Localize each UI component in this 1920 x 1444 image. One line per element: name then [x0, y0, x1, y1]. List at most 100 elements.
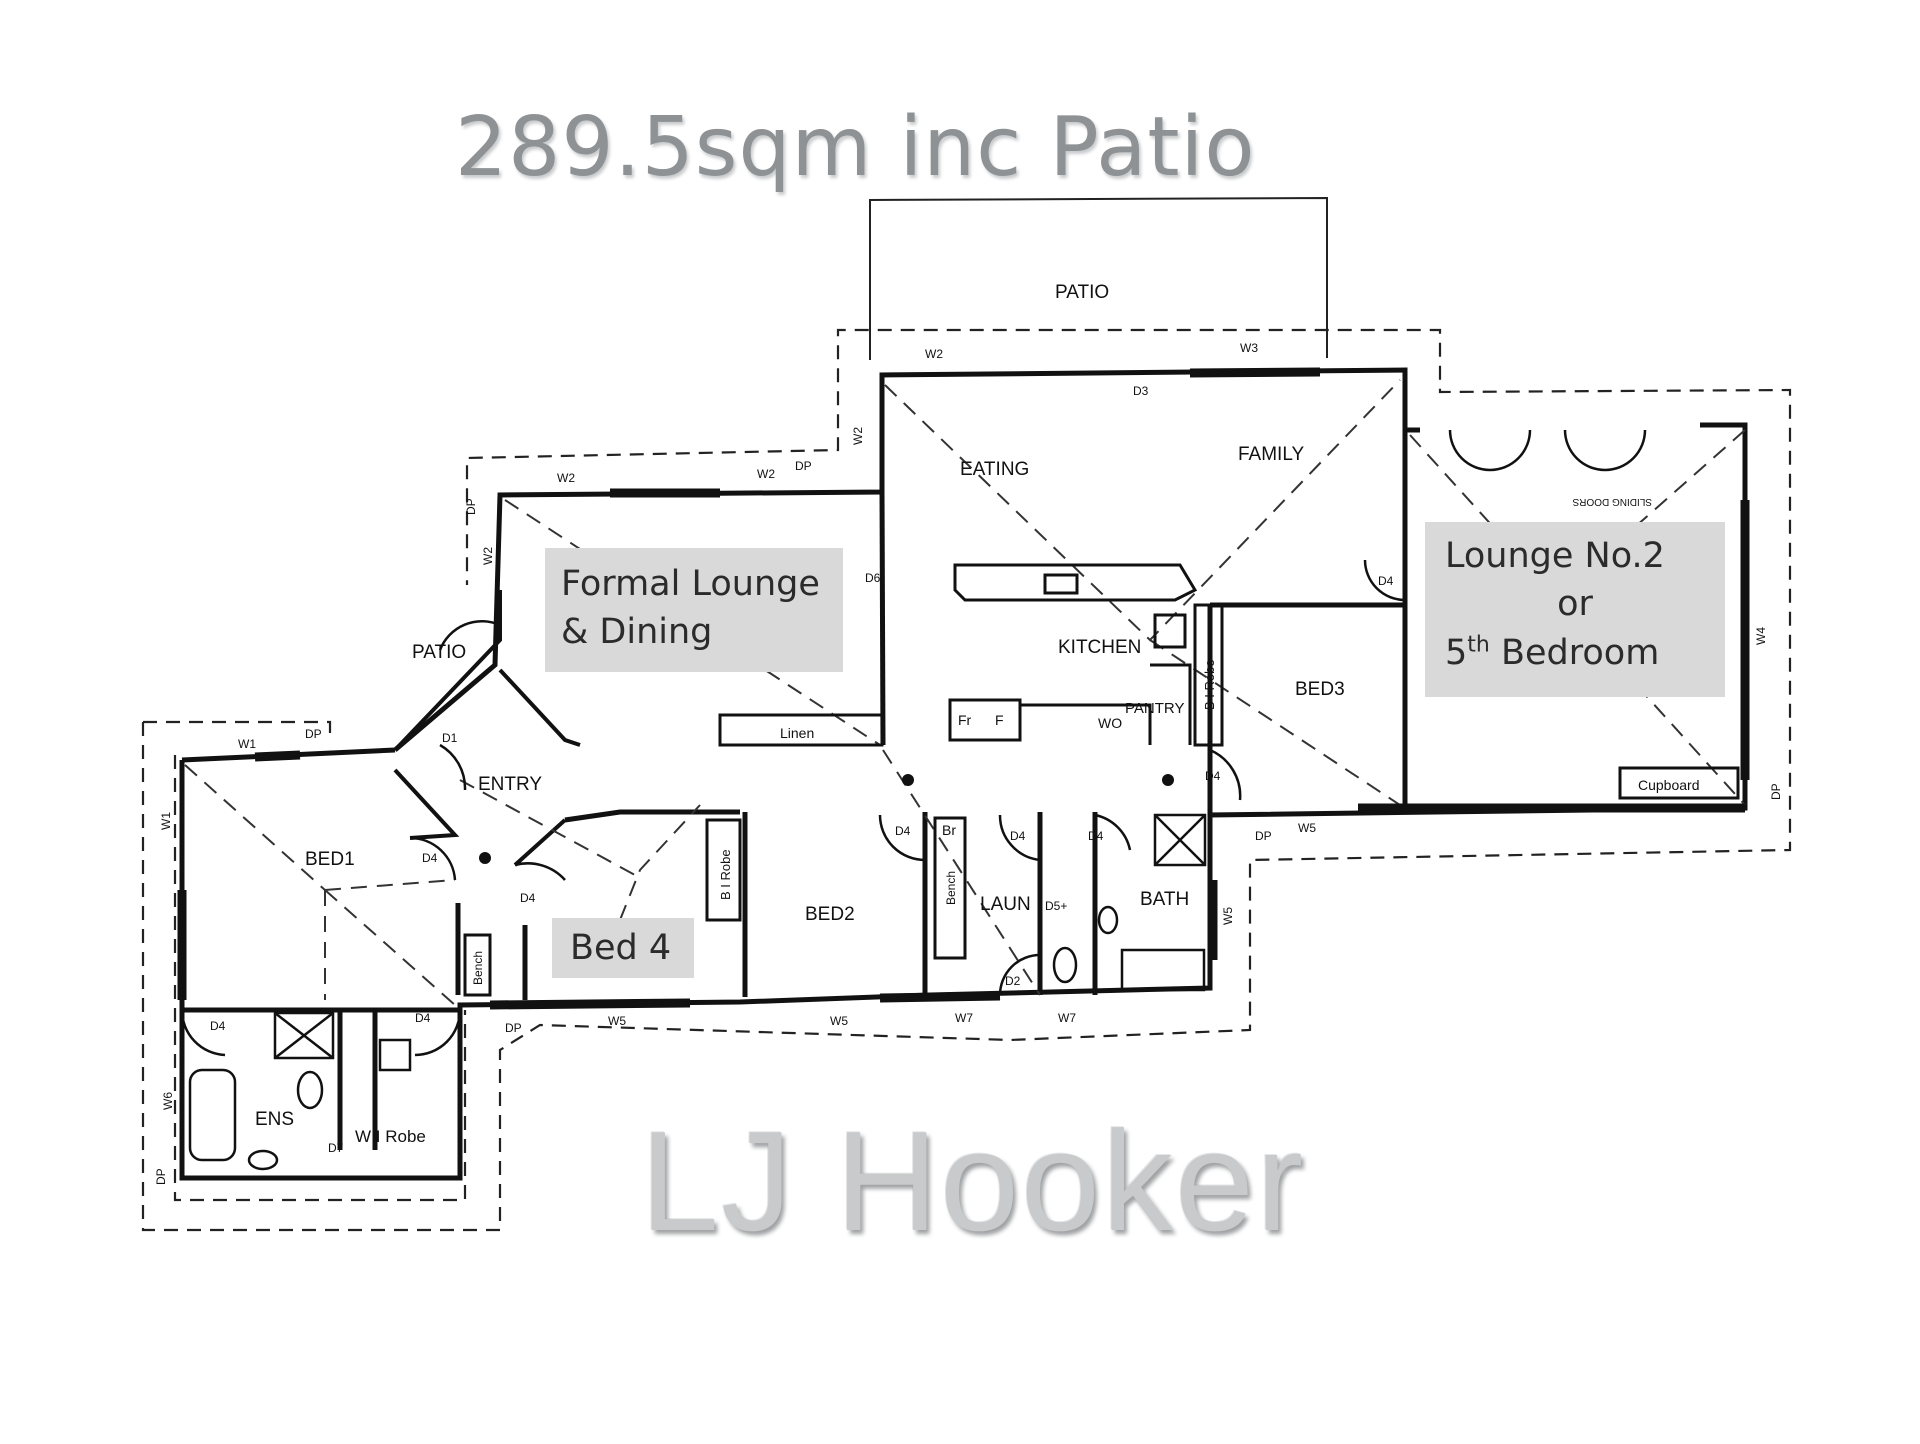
- mark-dp1: DP: [305, 727, 322, 741]
- mark-d4e: D4: [1088, 829, 1104, 843]
- joinery: [463, 603, 1740, 997]
- mark-w6: W6: [161, 1092, 175, 1110]
- mark-dp7: DP: [154, 1168, 168, 1185]
- mark-d4b: D4: [520, 891, 536, 905]
- mark-d4c: D4: [895, 824, 911, 838]
- wall-entry-sw: [393, 768, 460, 840]
- room-entry: ENTRY: [478, 774, 542, 795]
- mark-d4f: D4: [1205, 769, 1221, 783]
- mark-d3: D3: [1133, 384, 1149, 398]
- mark-dp3: DP: [464, 498, 478, 515]
- mark-w7a: W7: [955, 1011, 973, 1025]
- room-fr: Fr: [958, 712, 972, 728]
- room-ens: ENS: [255, 1109, 294, 1130]
- room-bath: BATH: [1140, 889, 1189, 910]
- callout-bed4: Bed 4: [552, 918, 694, 978]
- kitchen-bench: [948, 563, 1198, 745]
- callout-lounge2-line1: Lounge No.2: [1445, 536, 1665, 576]
- room-bi-robe-2: B I Robe: [1202, 659, 1217, 710]
- mark-w2a: W2: [557, 471, 575, 485]
- room-family: FAMILY: [1238, 444, 1304, 465]
- room-bi-robe-1: B I Robe: [718, 849, 733, 900]
- wall-entry-se: [513, 818, 567, 867]
- mark-w5d: W5: [830, 1014, 848, 1028]
- room-f: F: [995, 712, 1004, 728]
- mark-w5c: W5: [608, 1014, 626, 1028]
- eaves-inner-left: [173, 755, 467, 1202]
- mark-d5: D5+: [1045, 899, 1067, 913]
- room-wo: WO: [1098, 715, 1122, 731]
- opening-marks: W1 W1 W2 W2 W2 W2 W2 W3 W4 W5 W5 W5 W5 W…: [154, 341, 1783, 1185]
- room-patio-top: PATIO: [1055, 282, 1109, 303]
- wall-patio-entry: [393, 590, 502, 752]
- entry-walls: [393, 590, 581, 867]
- mark-d2: D2: [1005, 974, 1021, 988]
- callout-lounge2-line3: 5th Bedroom: [1445, 629, 1705, 677]
- mark-d7: D7: [328, 1141, 344, 1155]
- mark-d4g: D4: [1378, 574, 1394, 588]
- room-laun: LAUN: [980, 894, 1031, 915]
- room-br: Br: [942, 822, 956, 838]
- mark-dp6: DP: [505, 1021, 522, 1035]
- mark-dp4: DP: [1255, 829, 1272, 843]
- room-labels: PATIO PATIO EATING FAMILY KITCHEN PANTRY…: [255, 282, 1700, 1146]
- callout-bed4-label: Bed 4: [570, 928, 672, 968]
- mark-w2b: W2: [757, 467, 775, 481]
- room-kitchen: KITCHEN: [1058, 637, 1141, 658]
- wall-corridor-n: [564, 809, 740, 823]
- mark-w5a: W5: [1298, 821, 1316, 835]
- callout-formal-lounge-line1: Formal Lounge: [561, 564, 820, 604]
- room-pantry: PANTRY: [1125, 700, 1184, 717]
- mark-d4a: D4: [422, 851, 438, 865]
- callout-lounge2-num: 5: [1445, 632, 1468, 673]
- mark-w5b: W5: [1221, 907, 1235, 925]
- callout-lounge2-line2: or: [1557, 584, 1593, 625]
- room-eating: EATING: [960, 459, 1029, 480]
- mark-w3: W3: [1240, 341, 1258, 355]
- room-sliding-doors: SLIDING DOORS: [1572, 496, 1652, 507]
- callout-lounge2: Lounge No.2 or 5th Bedroom: [1425, 522, 1725, 697]
- room-wi-robe: W I Robe: [355, 1127, 426, 1146]
- mark-dp2: DP: [795, 459, 812, 473]
- mark-w2d: W2: [481, 547, 495, 565]
- room-patio-entry: PATIO: [412, 642, 466, 663]
- callout-lounge2-sup: th: [1467, 631, 1490, 657]
- mark-d6: D6: [865, 571, 881, 585]
- room-cupboard: Cupboard: [1638, 777, 1700, 793]
- room-linen: Linen: [780, 725, 814, 741]
- callout-lounge2-rest: Bedroom: [1489, 632, 1660, 673]
- eaves-left-block: [141, 328, 1792, 1232]
- brand-watermark: LJ Hooker: [640, 1102, 1306, 1261]
- mark-d4h: D4: [210, 1019, 226, 1033]
- room-bed2: BED2: [805, 904, 855, 925]
- patio-top-outline: [869, 196, 1328, 360]
- floor-area-title: 289.5sqm inc Patio: [455, 100, 1256, 195]
- room-bench-2: Bench: [471, 951, 485, 985]
- mark-d1: D1: [442, 731, 458, 745]
- room-bed1: BED1: [305, 849, 355, 870]
- eaves-outline: [141, 328, 1792, 1232]
- walls: [179, 367, 1748, 1181]
- callout-formal-lounge: Formal Lounge & Dining: [545, 548, 843, 672]
- mark-d4i: D4: [415, 1011, 431, 1025]
- wall-entry-ne: [498, 668, 581, 747]
- mark-w4: W4: [1754, 627, 1768, 645]
- callout-formal-lounge-line2: & Dining: [561, 612, 713, 653]
- windows: [177, 367, 1750, 1010]
- wall-kitchen-w: [879, 491, 886, 746]
- mark-w7b: W7: [1058, 1011, 1076, 1025]
- mark-w1a: W1: [238, 737, 256, 751]
- wall-ens-dividers: [337, 1010, 378, 1150]
- fixtures: [188, 813, 1207, 1171]
- ceiling-lights: [479, 774, 1174, 864]
- mark-dp5: DP: [1769, 783, 1783, 800]
- mark-w1b: W1: [159, 812, 173, 830]
- mark-w2c: W2: [925, 347, 943, 361]
- mark-w2e: W2: [851, 427, 865, 445]
- room-bench-1: Bench: [944, 871, 958, 905]
- room-bed3: BED3: [1295, 679, 1345, 700]
- door-swings: [180, 429, 1647, 1057]
- mark-d4d: D4: [1010, 829, 1026, 843]
